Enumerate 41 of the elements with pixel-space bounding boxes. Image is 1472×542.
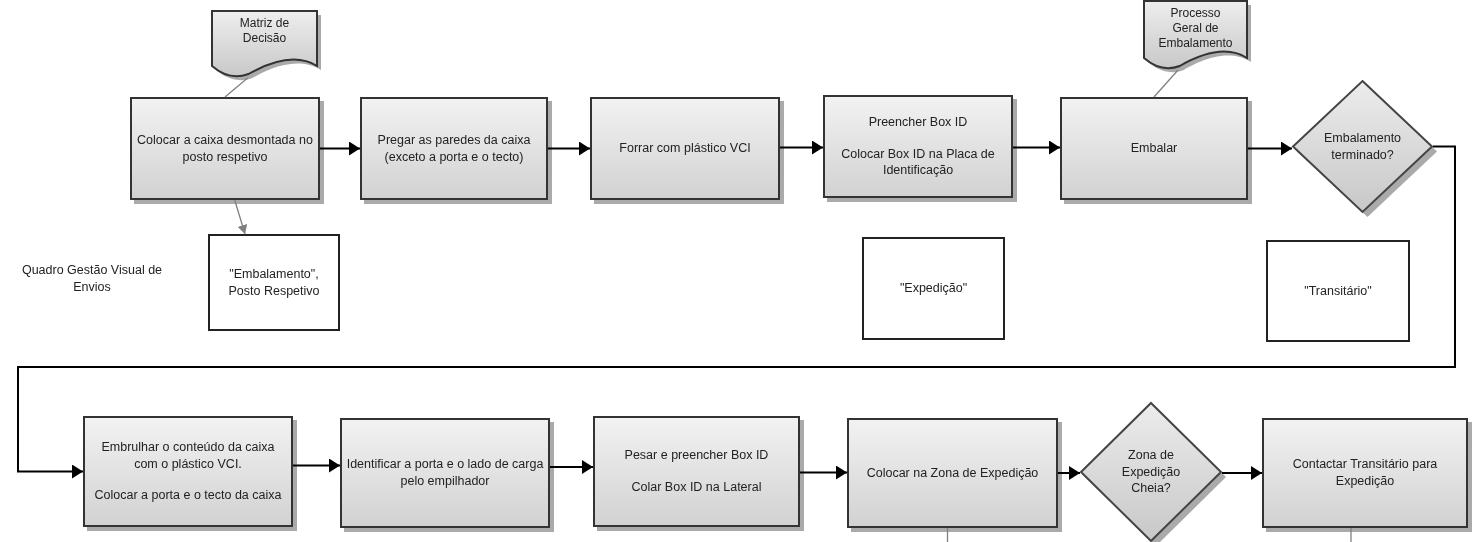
arrow xyxy=(292,458,341,473)
step-text: Pregar as paredes da caixa (exceto a porta e o tecto) xyxy=(376,131,532,166)
step-text: Colocar na Zona de Expedição xyxy=(866,464,1039,482)
step-text: Colar Box ID na Lateral xyxy=(631,479,762,496)
arrow xyxy=(1057,466,1081,480)
board-box xyxy=(862,237,1005,340)
document-shape xyxy=(211,10,318,78)
document-text: Matriz de Decisão xyxy=(238,16,291,46)
step-text: Contactar Transitário para Expedição xyxy=(1291,456,1439,490)
arrow xyxy=(549,460,594,474)
decision-text: Zona de Expedição Cheia? xyxy=(1120,446,1182,498)
step-text: Forrar com plástico VCI xyxy=(619,140,751,157)
step-text: Preencher Box ID xyxy=(868,113,968,131)
step-text: Embalar xyxy=(1130,140,1178,157)
board-caption: Quadro Gestão Visual de Envios xyxy=(20,262,164,296)
arrow xyxy=(799,465,848,480)
step-text: Colocar a caixa desmontada no posto respetivo xyxy=(136,131,314,166)
board-box xyxy=(1266,240,1410,342)
arrow xyxy=(547,141,591,156)
connector-line xyxy=(946,527,949,542)
step-text: Colocar Box ID na Placa de Identificação xyxy=(840,145,996,180)
connector-line xyxy=(1153,69,1179,98)
board-text: "Embalamento", Posto Respetivo xyxy=(227,265,321,300)
step-text: Identificar a porta e o lado de carga pelo empilhador xyxy=(345,456,545,490)
step-text: Pesar e preencher Box ID xyxy=(624,447,769,464)
arrow xyxy=(1221,466,1263,480)
arrow xyxy=(779,140,824,155)
arrow xyxy=(1012,140,1061,155)
connector-line xyxy=(1350,527,1352,542)
board-text: "Transitário" xyxy=(1304,282,1372,300)
document-text: Processo Geral de Embalamento xyxy=(1157,6,1234,51)
arrow xyxy=(234,199,248,235)
board-box xyxy=(208,234,340,331)
connector-line xyxy=(224,77,249,98)
arrow xyxy=(319,141,361,156)
document-shape xyxy=(1143,0,1248,70)
arrow xyxy=(17,145,1456,479)
arrow xyxy=(1247,141,1293,156)
board-text: "Expedição" xyxy=(899,280,968,297)
step-text: Colocar a porta e o tecto da caixa xyxy=(94,487,282,505)
step-text: Embrulhar o conteúdo da caixa com o plástico VCI. xyxy=(100,438,276,473)
